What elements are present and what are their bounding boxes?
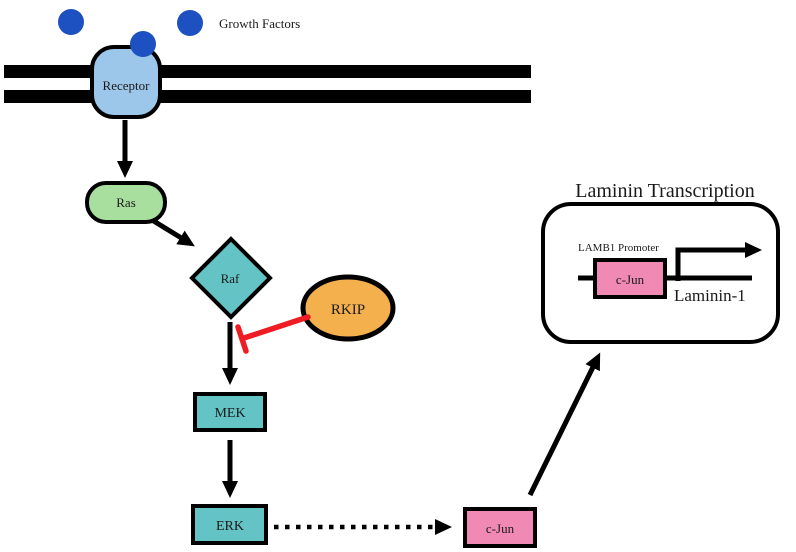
raf-label: Raf	[221, 271, 240, 286]
transcription-start-arrow	[675, 242, 762, 281]
mek-shape	[193, 392, 267, 432]
laminin-transcription-title: Laminin Transcription	[575, 180, 754, 202]
inhibition-tbar	[235, 324, 249, 354]
growth-factors-label: Growth Factors	[219, 16, 300, 31]
ras-shape	[85, 181, 167, 224]
lamb1-promoter-label: LAMB1 Promoter	[578, 242, 659, 254]
promoter-cjun-shape	[593, 258, 667, 299]
rkip-shape	[300, 274, 396, 342]
receptor-label: Receptor	[103, 78, 151, 93]
growth-factor-icon	[58, 9, 84, 35]
membrane-top-bar	[4, 65, 531, 78]
raf-shape	[189, 236, 273, 320]
laminin1-label: Laminin-1	[674, 286, 746, 305]
ras-label: Ras	[116, 195, 136, 210]
growth-factor-icon	[130, 31, 156, 57]
growth-factor-icon	[177, 10, 203, 36]
rkip-label: RKIP	[331, 302, 365, 318]
cjun-shape	[463, 507, 537, 548]
promoter-cjun-label: c-Jun	[616, 272, 645, 287]
mek-label: MEK	[214, 406, 245, 421]
cjun-label: c-Jun	[486, 521, 515, 536]
cjun-to-laminin-arrow	[527, 352, 601, 497]
receptor-shape	[90, 45, 162, 119]
ras-to-raf-arrow	[150, 217, 195, 247]
erk-shape	[191, 504, 268, 545]
erk-label: ERK	[216, 519, 244, 534]
membrane-bottom-bar	[4, 90, 531, 103]
rkip-inhibition-line	[241, 314, 311, 341]
